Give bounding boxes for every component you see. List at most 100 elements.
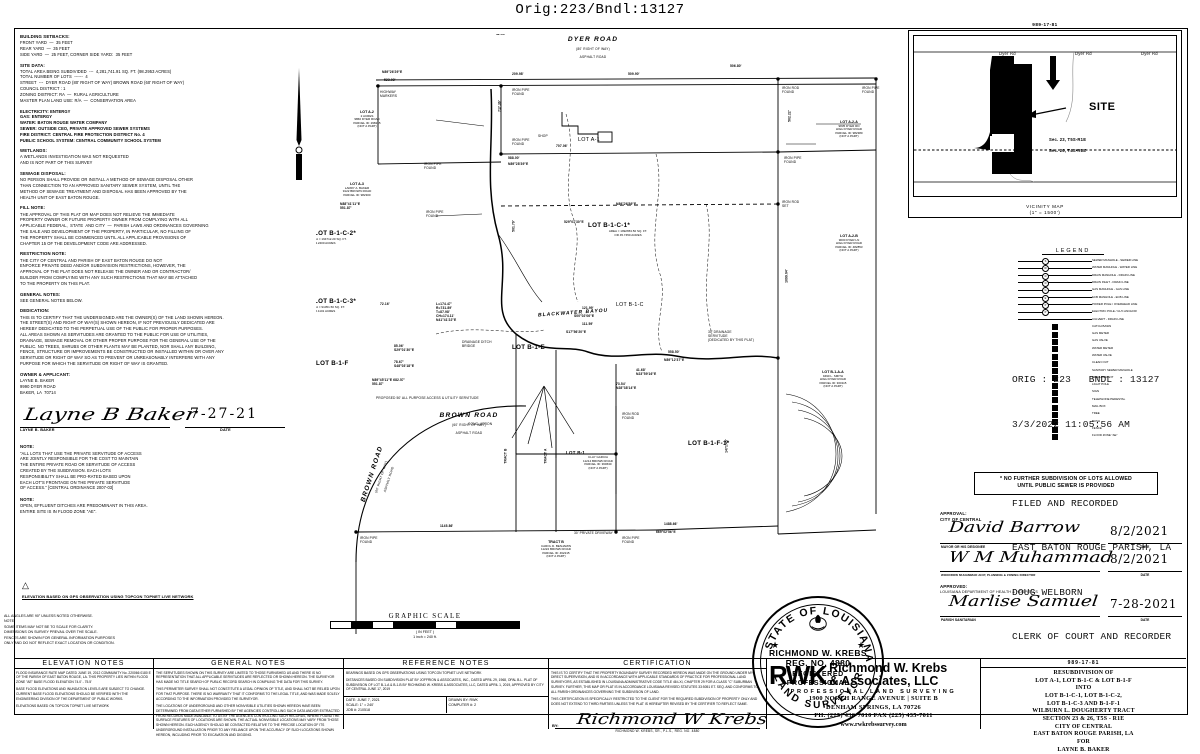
road-label-brown-upper: BROWN ROAD (60' RIGHT OF WAY) ASPHALT RO… xyxy=(439,412,499,436)
note-line-1-1: TOTAL NUMBER OF LOTS ------ 4 xyxy=(20,74,88,80)
legend-label-21: TREE xyxy=(1092,411,1100,416)
note-ditch-block: NOTE: OPEN, EFFLUENT DITCHES ARE PREDOMI… xyxy=(20,497,310,515)
road-label-dyer: DYER ROAD (80' RIGHT OF WAY) ASPHALT ROA… xyxy=(567,36,619,60)
lot-area-b1c3: AREA = 91051.50 SQ. FT.OR 2.1101 ACRES xyxy=(316,305,345,313)
vicinity-map: 989-17-81 SITE Sec. 23, T5S-R1E Sec. 26,… xyxy=(908,22,1182,218)
reference-note-para-1: DISTANCES BASED ON SUBDIVISION PLAT BY J… xyxy=(346,677,544,692)
title-block-line-1: LOT A-1, LOT B-1-C & LOT B-1-F xyxy=(1035,677,1132,684)
legend-label-5: ECB MANHOLE - ECB LINE xyxy=(1092,294,1129,299)
legend-symbol-icon-8 xyxy=(1018,316,1092,323)
vicinity-section-south: Sec. 26, T4S-R1E xyxy=(1049,148,1087,153)
seal-center-text: RICHMOND W. KREBS REG. NO. 4880 REGISTER… xyxy=(754,598,882,726)
note-line-0-1: REAR YARD — 35 FEET xyxy=(20,45,70,51)
filing-stamp-line4: EAST BATON ROUGE PARISH, LA xyxy=(1012,542,1172,554)
legend-label-14: CLEAN OUT xyxy=(1092,360,1109,365)
owner-heading: OWNER & APPLICANT: xyxy=(20,371,71,377)
lot-label-b1c1: LOT B-1-C-1* xyxy=(588,222,631,229)
legend-label-11: GAS VALVE xyxy=(1092,338,1108,343)
vicinity-road-2: Dyer Rd xyxy=(1141,51,1158,56)
note-line-4-0: NO PERSON SHALL PROVIDE OR INSTALL A MET… xyxy=(20,177,194,183)
svg-text:★: ★ xyxy=(771,640,779,650)
note-heading-6: RESTRICTION NOTE: xyxy=(20,251,67,257)
note-line-8-4: DRAINAGE, SEWAGE REMOVAL OR OTHER PROPER… xyxy=(20,337,216,343)
legend-label-18: SIGN xyxy=(1092,389,1100,394)
pelican-emblem-icon xyxy=(809,614,827,631)
filing-stamp-line5: DOUG WELBORN xyxy=(1012,586,1083,598)
elevation-note-para-1: BASE FLOOD ELEVATIONS AND INUNDATION LEV… xyxy=(16,687,146,701)
legend-symbol-icon-11 xyxy=(1018,337,1092,345)
approval-signature-mayor: David Barrow xyxy=(948,518,1081,536)
legend-label-3: DRAIN INLET - DRAIN LINE xyxy=(1092,280,1129,285)
tract-b-label: TRACT B xyxy=(503,448,508,464)
note-heading-0: BUILDING SETBACKS: xyxy=(20,34,70,39)
bearing-22: 73.54'N28°38'14"E xyxy=(616,382,637,391)
bearing-18: N89°45'11"E 682.57'551.87' xyxy=(372,378,405,387)
note-line-2-3: SEWER: OUTSIDE CEO, PRIVATE APPROVED SEW… xyxy=(20,125,150,131)
owner-address: 9990 DYER ROAD xyxy=(20,383,56,389)
bearing-25: 669°02'56"E xyxy=(656,530,676,534)
note-line-8-8: PURPOSE FOR WHICH THE SERVITUDE OR RIGHT… xyxy=(20,361,169,367)
note-line-5-5: CHAPTER 15 OF THE DEVELOPMENT CODE ARE A… xyxy=(20,240,148,246)
bearing-16: 85.06'S29°01'30"E xyxy=(394,344,415,353)
company-website[interactable]: www.rwkrebssurvey.com xyxy=(840,720,907,728)
note-block-6: RESTRICTION NOTE:THE CITY OF CENTRAL AND… xyxy=(20,251,310,286)
note-line-6-3: BUILDER FROM COMPLYING WITH ANY SUCH RES… xyxy=(20,274,198,280)
legend-label-22: BUSH xyxy=(1092,418,1101,423)
bearing-0: N45°34'50"E42.50' xyxy=(496,34,506,37)
note-line-4-1: THAN CONNECTION TO AN APPROVED SANITARY … xyxy=(20,183,181,188)
title-block-line-0: RESUBDIVISION OF xyxy=(1053,670,1114,676)
approval-rule-mayor xyxy=(940,543,1100,544)
legend-row-22: BUSH xyxy=(1018,418,1184,426)
seal-name: RICHMOND W. KREBS xyxy=(769,648,867,658)
note-block-7: GENERAL NOTES:SEE GENERAL NOTES BELOW. xyxy=(20,292,310,304)
legend-row-18: SIGN xyxy=(1018,388,1184,397)
general-note-para-2: THE LOCATIONS OF UNDERGROUND AND OTHER N… xyxy=(156,704,340,737)
legend-label-7: ELECTRIC POLE / GUY-ANCHOR xyxy=(1092,309,1137,314)
general-notes-body: THE SERVITUDES SHOWN ON THIS SURVEY ARE … xyxy=(154,669,343,741)
note-access-heading: NOTE: xyxy=(20,444,35,450)
legend-row-10: GAS METER xyxy=(1018,330,1184,338)
legend-row-19: TELEPHONE PEDESTAL xyxy=(1018,396,1184,404)
note-access-block: NOTE: "ALL LOTS THAT USE THE PRIVATE SER… xyxy=(20,444,310,491)
bottom-table-row: ELEVATION NOTES FLOOD INSURANCE RATE MAP… xyxy=(14,658,1186,753)
bearing-31: 717.36' xyxy=(497,100,502,112)
bearing-3: 209.98' xyxy=(512,72,524,76)
bearing-24: 1488.66' xyxy=(664,522,678,526)
bearing-23: 1145.86' xyxy=(440,524,454,528)
owner-signature-date: 7-27-21 xyxy=(190,406,258,423)
legend-label-0: SEWER MANHOLE - SEWER LINE xyxy=(1092,258,1139,263)
approval-rule-zoning xyxy=(940,571,1100,572)
note-line-6-2: APPROVAL OF THE PLAT DOES NOT RELEASE TH… xyxy=(20,269,191,275)
north-arrow-icon xyxy=(295,68,303,180)
general-note-para-0: THE SERVITUDES SHOWN ON THIS SURVEY ARE … xyxy=(156,670,335,685)
legend-label-2: DRAIN MANHOLE - DRAIN LINE xyxy=(1092,272,1135,277)
legend-symbol-icon-6: P xyxy=(1018,301,1092,309)
legend-symbol-icon-10 xyxy=(1018,330,1092,338)
seal-line4: PROFESSIONAL xyxy=(786,680,850,687)
legend-symbol-icon-3: D xyxy=(1018,279,1092,288)
vicinity-site-label: SITE xyxy=(1089,101,1116,113)
note-line-1-5: MASTER PLAN LAND USE: R/A — CONSERVATION… xyxy=(20,97,136,103)
vicinity-section-north: Sec. 23, T5S-R1E xyxy=(1049,137,1087,142)
note-access-line-6: OF ACCESS." [CENTRAL ORDINANCE 2007-03] xyxy=(20,485,114,491)
adjacent-parcel-5: CLAY GARCIA 11214 BROWN ROAD PARCEL ID: … xyxy=(583,455,613,470)
note-heading-1: SITE DATA: xyxy=(20,62,45,68)
adjacent-parcel-0: LOT A-2-A 9835 DYER RD HIGH DYER ROAD PA… xyxy=(835,120,863,139)
note-line-8-6: FENCE, STRUCTURE OR IMPROVEMENTS BE CONS… xyxy=(20,349,224,355)
certification-signature: Richmond W Krebs xyxy=(575,710,768,729)
certification-table: CERTIFICATION THIS IS TO CERTIFY THAT TH… xyxy=(549,659,768,733)
reference-fields-grid: DATE: JUNE 7, 2021 SCALE: 1" = 240' JOB … xyxy=(344,696,548,714)
legend-row-13: WATER VALVE xyxy=(1018,352,1184,360)
legend-symbol-icon-24 xyxy=(1018,432,1092,440)
legend-label-10: GAS METER xyxy=(1092,331,1110,336)
note-heading-5: FILL NOTE: xyxy=(20,205,46,211)
legend-label-19: TELEPHONE PEDESTAL xyxy=(1092,396,1126,401)
note-line-0-0: FRONT YARD — 35 FEET xyxy=(20,40,73,46)
lot-label-b1: LOT B-1 xyxy=(566,450,586,455)
legend-label-23: FENCE xyxy=(1092,425,1102,430)
